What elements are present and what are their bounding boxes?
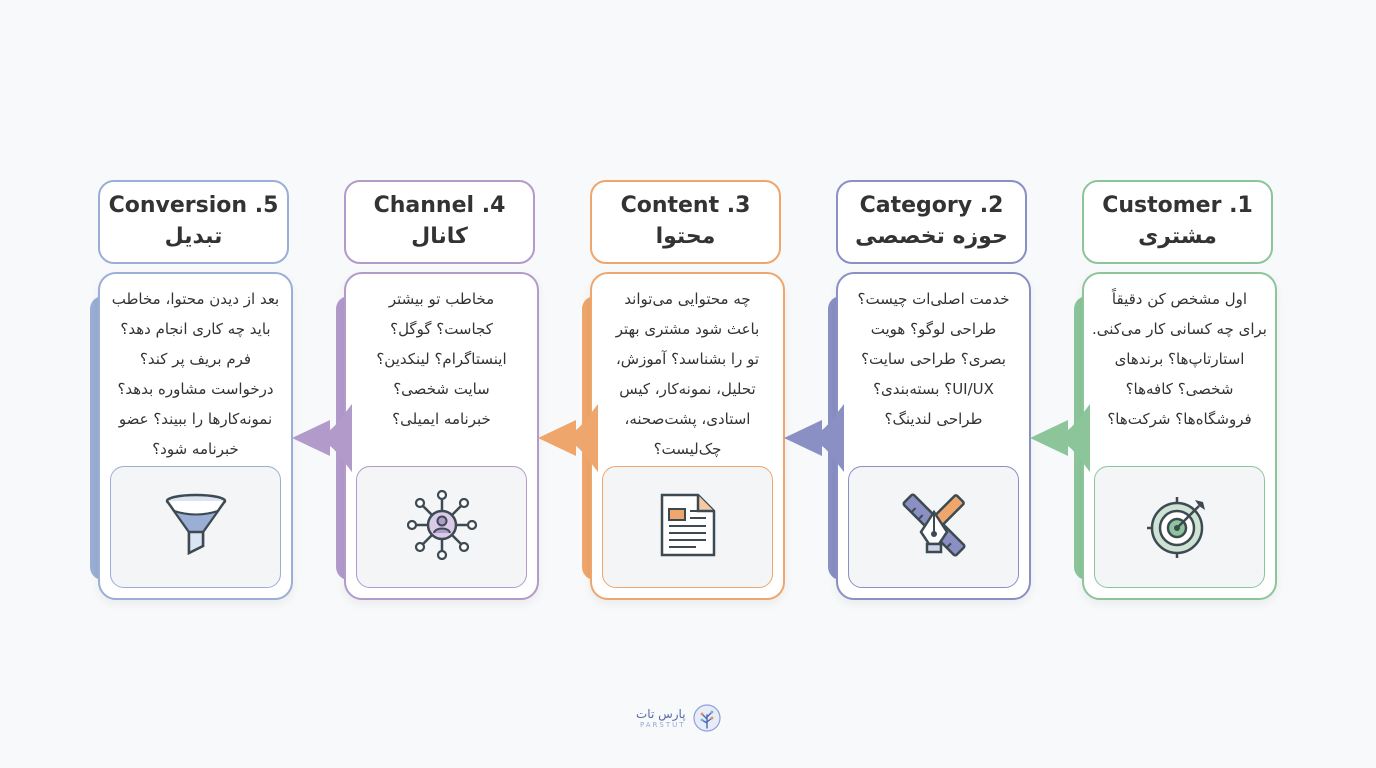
step-description-line: طراحی لوگو؟ هویت [870,320,997,338]
step-description-line: استادی، پشت‌صحنه، [624,410,751,428]
brain-tree-icon [692,704,721,732]
document-icon [658,492,718,562]
step-title-fa: تبدیل [164,224,223,249]
network-user-icon [406,489,477,564]
step-description-line: شخصی؟ کافه‌ها؟ [1125,380,1234,398]
step-description-line: چک‌لیست؟ [653,440,722,458]
step-description-line: بصری؟ طراحی سایت؟ [861,350,1006,368]
step-title-box: Content .3 محتوا [590,180,781,264]
flow-arrow [784,404,844,476]
brand-logo: پارس تات PARSTUT [636,700,746,736]
step-title-en: Content .3 [620,193,751,218]
step-description-line: خبرنامه ایمیلی؟ [392,410,491,428]
step-title-fa: مشتری [1138,224,1217,249]
step-title-box: Channel .4 کانال [344,180,535,264]
flow-arrow [1030,404,1090,476]
step-title-fa: محتوا [655,224,716,249]
step-title-en: Category .2 [859,193,1004,218]
step-title-box: Category .2 حوزه تخصصی [836,180,1027,264]
step-body: اول مشخص کن دقیقاً برای چه کسانی کار می‌ک… [1082,272,1277,600]
step-description-line: باید چه کاری انجام دهد؟ [120,320,271,338]
step-title-box: Conversion .5 تبدیل [98,180,289,264]
step-icon-box [1094,466,1265,588]
design-tools-icon [899,490,969,564]
step-description: اول مشخص کن دقیقاً برای چه کسانی کار می‌ک… [1090,284,1269,434]
step-title-fa: کانال [411,224,468,249]
step-description-line: تحلیل، نمونه‌کار، کیس [619,380,756,398]
step-description-line: فرم بریف پر کند؟ [139,350,252,368]
step-title-box: Customer .1 مشتری [1082,180,1273,264]
step-description: مخاطب تو بیشتر کجاست؟ گوگل؟ اینستاگرام؟ لی… [352,284,531,434]
step-body: بعد از دیدن محتوا، مخاطب باید چه کاری انج… [98,272,293,600]
step-description-line: UI/UX؟ بسته‌بندی؟ [873,380,994,398]
step-title-fa: حوزه تخصصی [855,224,1008,249]
step-description-line: چه محتوایی می‌تواند [624,290,751,308]
step-description-line: درخواست مشاوره بدهد؟ [117,380,274,398]
step-icon-box [602,466,773,588]
funnel-icon [164,492,228,562]
step-icon-box [356,466,527,588]
step-description-line: اینستاگرام؟ لینکدین؟ [376,350,507,368]
step-body: خدمت اصلی‌ات چیست؟ طراحی لوگو؟ هویت بصری؟ … [836,272,1031,600]
step-title-en: Customer .1 [1102,193,1253,218]
step-description-line: نمونه‌کارها را ببیند؟ عضو [118,410,273,428]
step-description-line: فروشگاه‌ها؟ شرکت‌ها؟ [1107,410,1252,428]
step-description-line: برای چه کسانی کار می‌کنی. [1092,320,1267,338]
step-body: چه محتوایی می‌تواند باعث شود مشتری بهتر تو… [590,272,785,600]
step-description-line: سایت شخصی؟ [393,380,490,398]
step-icon-box [110,466,281,588]
logo-text: پارس تات [636,707,686,721]
flow-arrow [538,404,598,476]
step-title-en: Channel .4 [373,193,506,218]
logo-subtext: PARSTUT [640,721,686,729]
step-description-line: بعد از دیدن محتوا، مخاطب [111,290,280,308]
step-description-line: مخاطب تو بیشتر [388,290,495,308]
step-description-line: کجاست؟ گوگل؟ [390,320,493,338]
step-icon-box [848,466,1019,588]
step-description-line: اول مشخص کن دقیقاً [1111,290,1248,308]
step-description-line: خبرنامه شود؟ [152,440,239,458]
step-description: بعد از دیدن محتوا، مخاطب باید چه کاری انج… [106,284,285,464]
step-description-line: خدمت اصلی‌ات چیست؟ [857,290,1010,308]
step-description-line: استارتاپ‌ها؟ برندهای [1114,350,1245,368]
step-body: مخاطب تو بیشتر کجاست؟ گوگل؟ اینستاگرام؟ لی… [344,272,539,600]
step-description-line: باعث شود مشتری بهتر [615,320,760,338]
step-description: چه محتوایی می‌تواند باعث شود مشتری بهتر تو… [598,284,777,464]
step-title-en: Conversion .5 [108,193,279,218]
step-description-line: طراحی لندینگ؟ [884,410,983,428]
target-icon [1146,492,1213,562]
step-description-line: تو را بشناسد؟ آموزش، [615,350,760,368]
step-description: خدمت اصلی‌ات چیست؟ طراحی لوگو؟ هویت بصری؟ … [844,284,1023,434]
flow-arrow [292,404,352,476]
